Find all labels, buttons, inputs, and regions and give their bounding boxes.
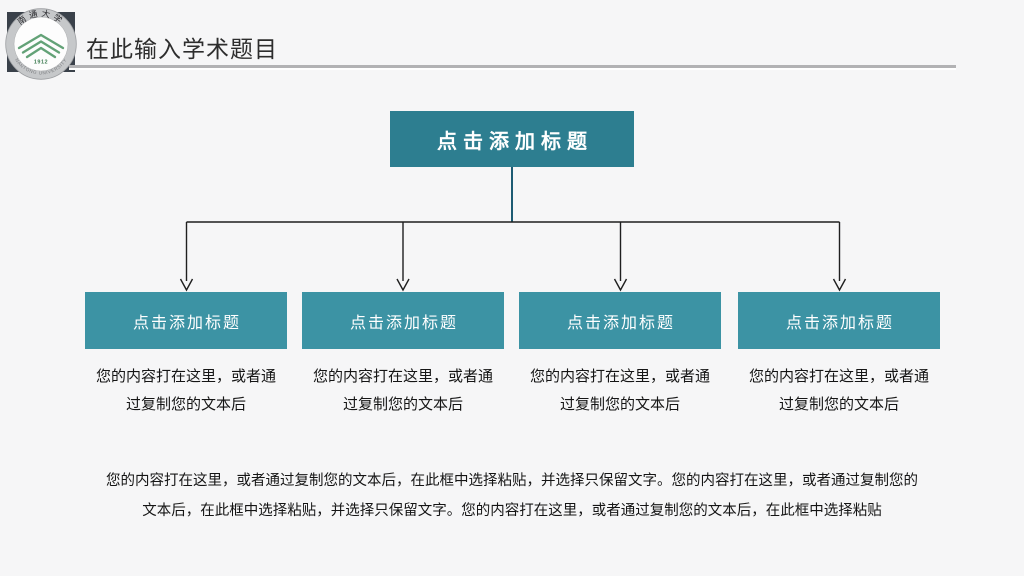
paragraph-line-2: 文本后，在此框中选择粘贴，并选择只保留文字。您的内容打在这里，或者通过复制您的文…: [142, 503, 882, 519]
arrowhead-icon-3: [613, 278, 628, 292]
paragraph-line-1: 您的内容打在这里，或者通过复制您的文本后，在此框中选择粘贴，并选择只保留文字。您…: [106, 473, 918, 489]
logo-emblem-icon: [17, 33, 65, 59]
body-paragraph: 您的内容打在这里，或者通过复制您的文本后，在此框中选择粘贴，并选择只保留文字。您…: [50, 466, 974, 526]
desc-line: 您的内容打在这里，或者通: [312, 368, 493, 385]
desc-line: 过复制您的文本后: [125, 396, 246, 413]
desc-line: 您的内容打在这里，或者通: [748, 368, 929, 385]
child-node-label: 点击添加标题: [785, 314, 894, 332]
arrowhead-icon-2: [396, 278, 410, 292]
root-node-label: 点击添加标题: [437, 130, 593, 153]
child-description-4: 您的内容打在这里，或者通 过复制您的文本后: [729, 363, 949, 419]
child-node-label: 点击添加标题: [349, 314, 458, 332]
desc-line: 您的内容打在这里，或者通: [95, 368, 276, 385]
flowchart-child-node-3[interactable]: 点击添加标题: [519, 292, 721, 349]
flowchart-root-node[interactable]: 点击添加标题: [390, 111, 634, 167]
child-node-label: 点击添加标题: [132, 314, 241, 332]
child-node-label: 点击添加标题: [566, 314, 675, 332]
arrowhead-icon-4: [832, 278, 847, 292]
desc-line: 您的内容打在这里，或者通: [529, 368, 710, 385]
child-description-2: 您的内容打在这里，或者通 过复制您的文本后: [293, 363, 513, 419]
flowchart-child-node-4[interactable]: 点击添加标题: [738, 292, 940, 349]
page-title: 在此输入学术题目: [86, 36, 278, 62]
flowchart-child-node-2[interactable]: 点击添加标题: [302, 292, 504, 349]
logo-year: 1912: [34, 60, 48, 66]
title-divider: [69, 65, 956, 68]
desc-line: 过复制您的文本后: [559, 396, 680, 413]
flowchart-child-node-1[interactable]: 点击添加标题: [85, 292, 287, 349]
connector-lines: [179, 167, 847, 292]
desc-line: 过复制您的文本后: [342, 396, 463, 413]
child-description-1: 您的内容打在这里，或者通 过复制您的文本后: [76, 363, 296, 419]
desc-line: 过复制您的文本后: [778, 396, 899, 413]
child-description-3: 您的内容打在这里，或者通 过复制您的文本后: [510, 363, 730, 419]
university-logo: 南通大学 1912 NANTONG UNIVERSITY: [5, 8, 77, 80]
arrowhead-icon-1: [179, 278, 194, 292]
